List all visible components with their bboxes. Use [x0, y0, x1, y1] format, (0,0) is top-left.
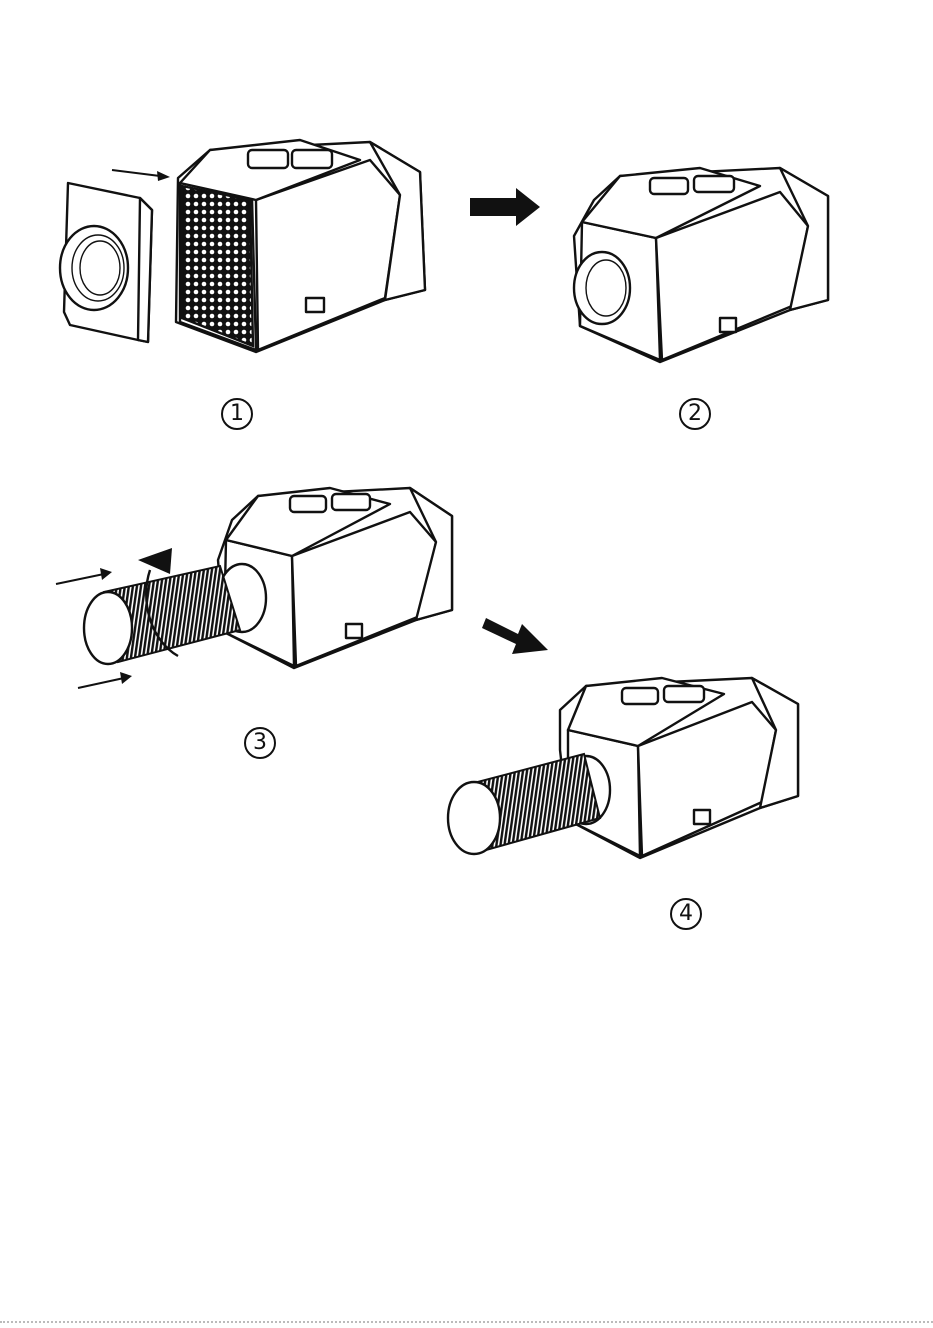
exhaust-hose-4 — [448, 754, 600, 854]
step2-illustration — [574, 168, 828, 362]
exhaust-hose-3 — [84, 566, 240, 664]
step-3-label: 3 — [244, 727, 276, 759]
step-1-label: 1 — [221, 398, 253, 430]
air-conditioner-unit-3 — [218, 488, 452, 668]
next-step-arrow-icon — [470, 188, 540, 226]
step-2-label: 2 — [679, 398, 711, 430]
air-conditioner-unit-4 — [560, 678, 798, 858]
step1-illustration — [60, 140, 425, 352]
window-adapter-plate — [60, 183, 152, 342]
next-step-arrow-icon-diagonal — [482, 618, 548, 654]
air-conditioner-unit-2 — [574, 168, 828, 362]
step3-illustration — [56, 488, 452, 688]
step4-illustration — [448, 678, 798, 858]
page-edge-divider — [0, 1321, 933, 1323]
insert-arrow-icon — [112, 170, 170, 181]
step-4-label: 4 — [670, 898, 702, 930]
